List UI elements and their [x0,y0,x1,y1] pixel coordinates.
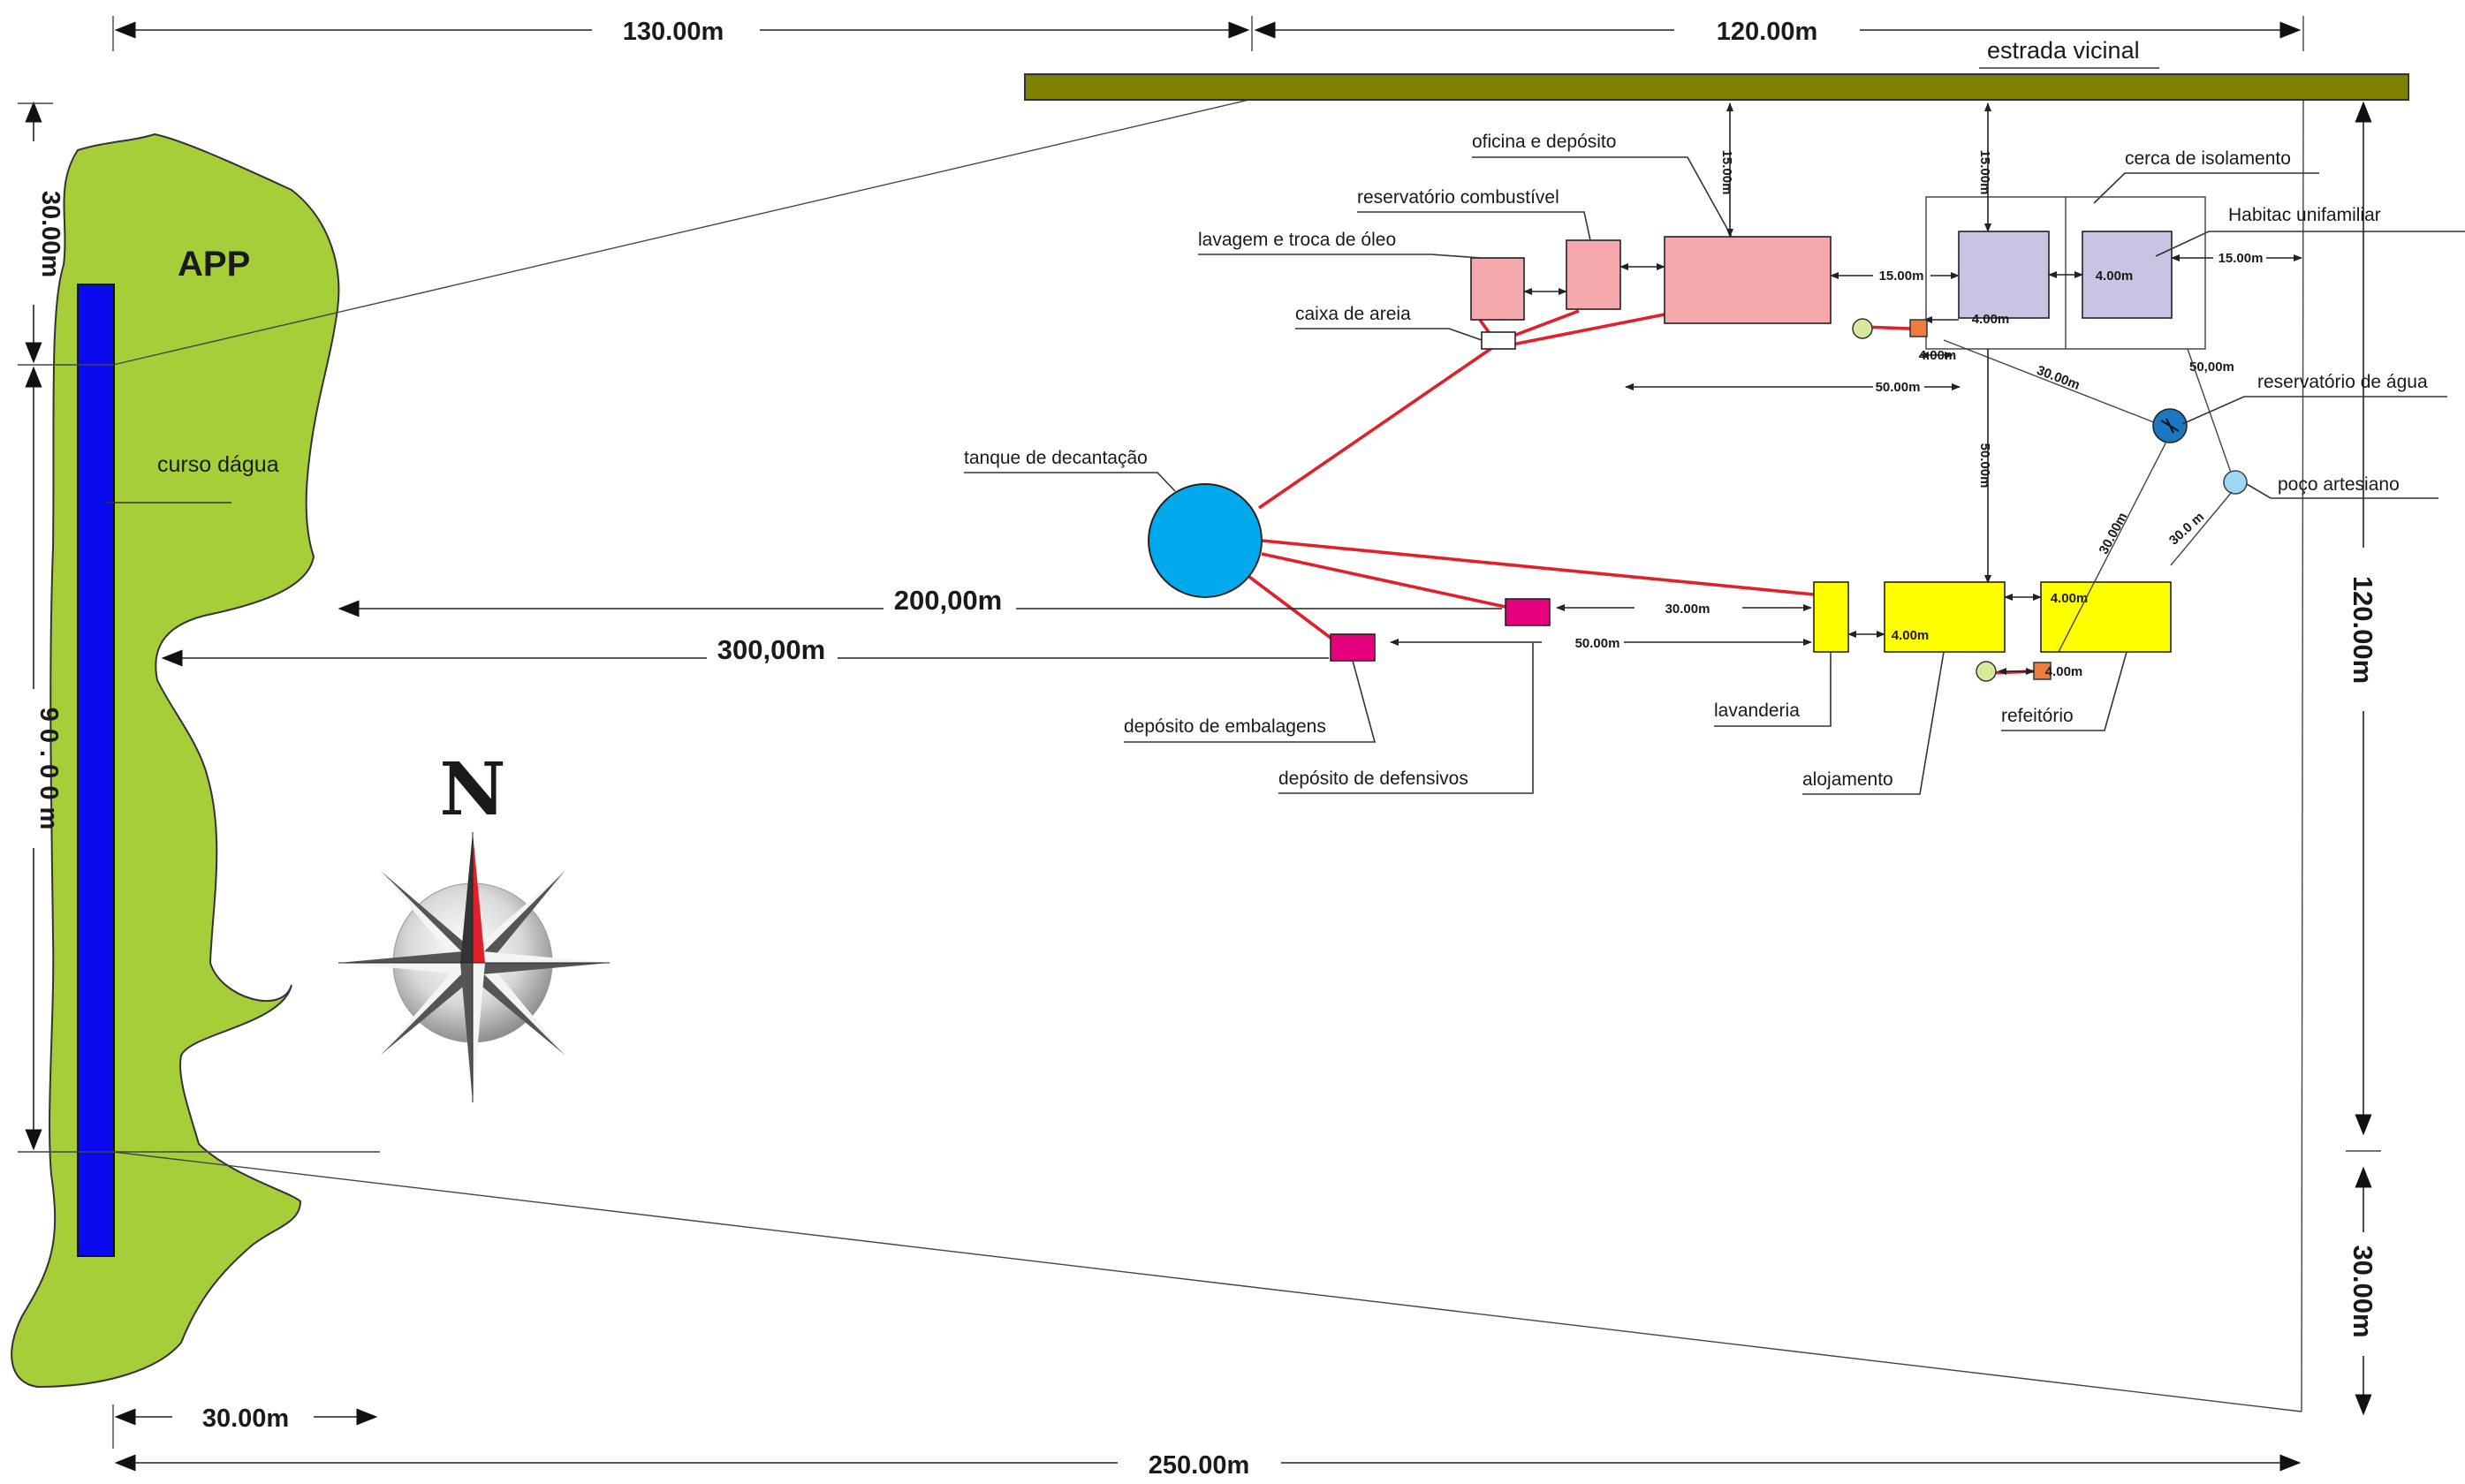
cafeteria-size: 4.00m [2051,591,2089,606]
house-leader [2155,231,2465,257]
dim-top-right: 120.00m [1717,18,1818,46]
house-label: Habitac unifamiliar [2228,205,2381,225]
laundry-label: lavanderia [1714,700,1800,721]
dim-workshop-house: 15.00m [1879,269,1924,284]
well-leader [2246,483,2438,499]
dim-fence-span: 50.00m [1876,380,1921,395]
reservoir-mark [2160,418,2180,434]
laundry-leader [1714,652,1832,727]
sand-box-label: caixa de areia [1295,304,1411,324]
road-label: estrada vicinal [1987,37,2140,64]
watercourse [77,284,115,1257]
cafeteria-reservoir-line [2058,441,2167,653]
pipe-tank-sandbox [1257,345,1495,510]
app-label: APP [178,245,250,284]
dim-bottom-total: 250.00m [1149,1451,1250,1480]
pipe-sandbox-fuel [1506,309,1580,340]
cafeteria-building [2040,581,2172,653]
pesticide-deposit-label: depósito de defensivos [1278,768,1468,789]
cafeteria-junction [1976,661,1997,682]
sand-box-leader [1295,328,1483,341]
dim-fence-to-well: 50,00m [2189,360,2234,375]
boundary-right [2301,95,2304,1412]
boundary-bottom [112,1151,2302,1412]
dim-right-main: 120.00m [2347,576,2378,684]
pesticide-deposit [1505,598,1551,626]
dim-cafeteria-reservoir: 30.00m [2097,510,2131,556]
dim-left-top: 30.00m [36,191,64,277]
workshop-building [1664,236,1832,324]
packaging-deposit-leader [1124,660,1377,743]
dim-bottom-left: 30.00m [202,1404,289,1433]
well-label: poço artesiano [2278,474,2400,495]
watercourse-label: curso dágua [157,452,279,477]
dim-deposit-laundry: 30.00m [1665,602,1710,617]
dim-right-bottom: 30.00m [2347,1245,2378,1337]
fuel-tank-label: reservatório combustível [1357,187,1559,208]
packaging-deposit [1330,633,1376,662]
sand-box [1481,331,1516,350]
north-label: N [440,747,506,832]
lodging-label: alojamento [1802,769,1893,790]
lodging-building [1884,581,2006,653]
workshop-leader [1472,156,1733,238]
house-to-reservoir-line [1943,339,2164,427]
settling-tank [1148,483,1263,598]
house-size-b: 4.00m [2096,269,2134,284]
workshop-label: oficina e depósito [1472,132,1616,152]
cafeteria-label: refeitório [2001,706,2074,726]
pesticide-deposit-leader [1278,643,1534,794]
dim-house-lodging: 50.00m [1977,443,1992,488]
water-reservoir-leader [2181,396,2447,425]
dim-deposit2-laundry: 50.00m [1575,636,1620,651]
settling-tank-leader [964,472,1176,492]
dim-house-right: 15.00m [2218,251,2264,266]
pipe-tank-laundry [1261,539,1815,596]
fence-label: cerca de isolamento [2125,148,2291,169]
settling-tank-label: tanque de decantação [964,448,1148,468]
artesian-well [2223,470,2248,495]
pipe-sandbox-workshop [1512,313,1665,346]
dim-top-left: 130.00m [623,18,724,46]
fuel-tank-leader [1357,211,1591,241]
washing-building [1470,257,1525,321]
compass-rose-icon [338,832,610,1102]
dim-cafeteria-marker: 4.00m [2045,664,2083,679]
fence-to-well-line [2187,348,2232,473]
dim-left-mid: 9 0 . 0 0 m [34,708,63,830]
boundary-top [112,98,1254,366]
washing-label: lavagem e troca de óleo [1198,230,1396,250]
house-junction [1852,318,1873,339]
laundry-building [1813,581,1849,653]
road [1024,73,2409,101]
cafeteria-well-line [2170,491,2233,566]
cafeteria-leader [2001,651,2127,731]
dim-marker-gap: 4.00m [1919,348,1957,363]
fuel-tank-building [1566,239,1621,310]
dim-300: 300,00m [717,634,825,665]
packaging-deposit-label: depósito de embalagens [1124,716,1326,737]
dim-road-workshop: 15.00m [1719,150,1734,195]
house-left [1958,231,2050,319]
dim-road-house: 15.00m [1977,150,1992,195]
pipe-tank-deposit2 [1244,572,1332,640]
pipe-tank-deposit [1261,552,1506,609]
lodging-leader [1802,651,1945,795]
washing-leader [1198,254,1482,259]
water-reservoir-label: reservatório de água [2257,372,2428,392]
house-size-a: 4.00m [1972,312,2010,327]
dim-200: 200,00m [894,585,1002,616]
house-marker [1909,319,1928,337]
fence-leader [2093,172,2319,204]
dim-to-reservoir: 30.00m [2035,363,2082,393]
lodging-size: 4.00m [1892,628,1930,643]
